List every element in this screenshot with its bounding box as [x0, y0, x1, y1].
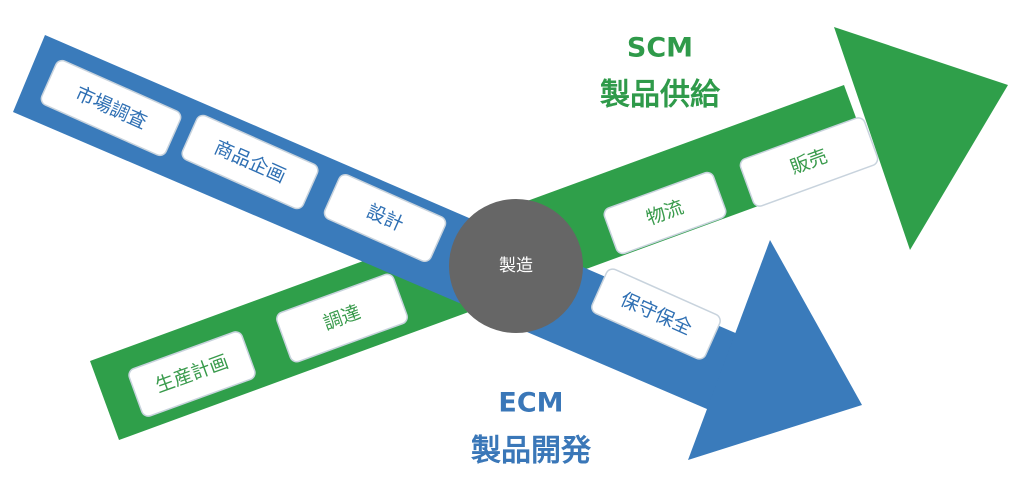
step-box	[323, 173, 447, 263]
step-box	[739, 117, 879, 207]
scm-title: SCM	[627, 33, 693, 64]
ecm-arrow-head	[688, 240, 862, 460]
step-box	[128, 331, 256, 417]
ecm-subtitle: 製品開発	[471, 434, 592, 469]
step-box	[603, 171, 727, 255]
step-box	[181, 114, 319, 210]
ecm-title: ECM	[498, 388, 563, 419]
ecm-heading: ECM 製品開発	[471, 388, 592, 469]
ecm-step-sekkei: 設計	[323, 173, 447, 263]
center-manufacturing: 製造	[449, 199, 583, 333]
step-box	[591, 268, 721, 360]
center-circle	[449, 199, 583, 333]
step-box	[40, 59, 182, 157]
scm-step-seisan-keikaku: 生産計画	[128, 331, 256, 417]
scm-arrow-head	[834, 27, 1008, 250]
scm-step-butsuryu: 物流	[603, 171, 727, 255]
scm-step-chotatsu: 調達	[276, 273, 408, 363]
center-label: 製造	[499, 256, 533, 276]
scm-subtitle: 製品供給	[600, 78, 721, 113]
step-box	[276, 273, 408, 363]
scm-heading: SCM 製品供給	[600, 33, 721, 113]
scm-step-hanbai: 販売	[739, 117, 879, 207]
